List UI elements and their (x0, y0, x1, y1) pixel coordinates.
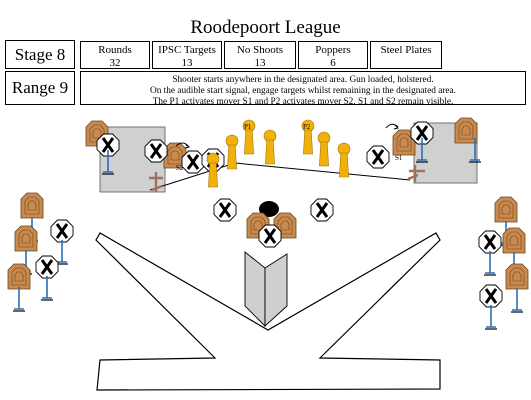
mover-s1 (385, 123, 425, 182)
no-shoot-target (309, 197, 335, 223)
stat-poppers: Poppers 6 (298, 41, 368, 69)
target-stand (12, 286, 26, 312)
mover-label-s2: S2 (176, 164, 184, 172)
ipsc-target (7, 263, 31, 290)
popper (337, 142, 351, 178)
stat-label: No Shoots (236, 44, 284, 56)
stat-steel-plates: Steel Plates (370, 41, 442, 69)
popper-label-p2: P2 (303, 123, 311, 131)
description-line: On the audible start signal, engage targ… (149, 86, 457, 96)
popper (263, 129, 277, 165)
ipsc-target (14, 225, 38, 252)
range-number-box: Range 9 (5, 71, 75, 105)
popper (225, 134, 239, 170)
target-stand (55, 239, 69, 265)
target-array-middle (212, 197, 335, 249)
stat-value: 13 (254, 57, 266, 69)
target-stand (40, 275, 54, 301)
stat-label: Poppers (315, 44, 351, 56)
stat-label: Rounds (98, 44, 132, 56)
description-line: The P1 activates mover S1 and P2 activat… (152, 97, 454, 107)
no-shoot-target (143, 138, 169, 164)
shooting-area-outline (95, 232, 441, 391)
center-barrier (244, 251, 288, 328)
popper-label-p1: P1 (244, 123, 252, 131)
range-number: Range 9 (11, 78, 69, 97)
target-array-left (7, 192, 75, 312)
mover-label-s1: S1 (395, 154, 403, 162)
target-stand (510, 287, 524, 313)
no-shoot-target (257, 223, 283, 249)
description-line: Shooter starts anywhere in the designate… (172, 75, 434, 85)
no-shoot-target (212, 197, 238, 223)
target-array-right (477, 196, 529, 330)
stat-value: 13 (181, 57, 193, 69)
ipsc-target (494, 196, 518, 223)
ipsc-target (454, 117, 478, 144)
stat-no-shoots: No Shoots 13 (224, 41, 296, 69)
no-shoot-target (180, 149, 206, 175)
steel-target (259, 201, 279, 217)
stat-label: Steel Plates (380, 44, 432, 56)
stat-ipsc-targets: IPSC Targets 13 (152, 41, 222, 69)
target-stand (484, 304, 498, 330)
stage-number: Stage 8 (14, 44, 66, 64)
stage-description: Shooter starts anywhere in the designate… (80, 71, 526, 107)
stat-rounds: Rounds 32 (80, 41, 150, 69)
no-shoot-target (34, 254, 60, 280)
ipsc-target (20, 192, 44, 219)
no-shoot-target (477, 229, 503, 255)
stat-value: 6 (330, 57, 336, 69)
target-array-top: S2 S1 P1 P2 (85, 117, 482, 193)
stat-value: 32 (109, 57, 121, 69)
stage-title: Roodepoort League (190, 17, 341, 38)
stat-label: IPSC Targets (158, 44, 216, 56)
popper (317, 131, 331, 167)
stage-number-box: Stage 8 (5, 40, 75, 69)
no-shoot-target (365, 144, 391, 170)
ipsc-target (502, 227, 526, 254)
no-shoot-target (478, 283, 504, 309)
target-stand (483, 250, 497, 276)
no-shoot-target (49, 218, 75, 244)
ipsc-target (505, 263, 529, 290)
mover-s2 (149, 142, 191, 192)
